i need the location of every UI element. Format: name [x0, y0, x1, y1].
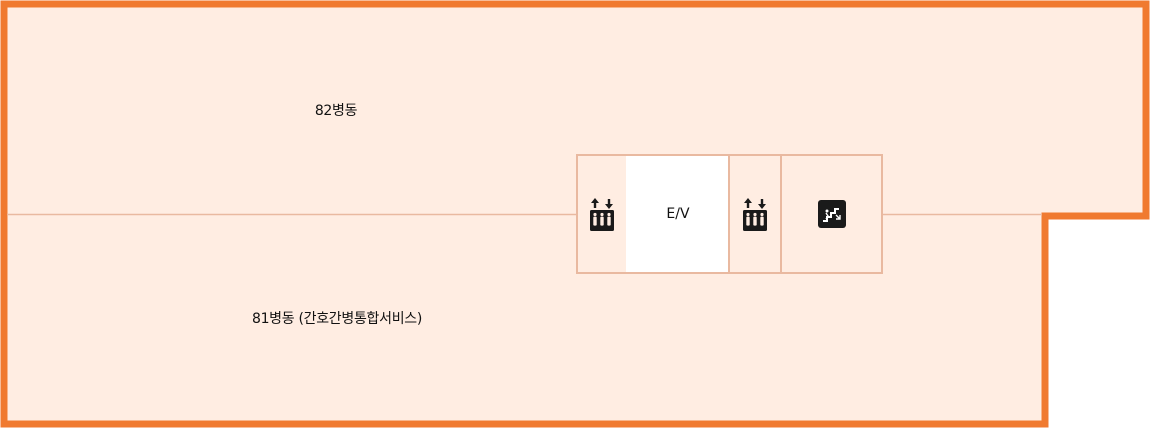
- elevator-shaft[interactable]: E/V: [626, 154, 730, 274]
- elevator-left-cell[interactable]: [576, 154, 628, 274]
- elevator-icon: [742, 196, 768, 232]
- ward-82-label[interactable]: 82병동: [314, 103, 358, 119]
- ward-81-label[interactable]: 81병동 (간호간병통합서비스): [251, 311, 423, 327]
- stairs-icon: [817, 200, 846, 228]
- elevator-icon: [589, 196, 615, 232]
- ev-label: E/V: [666, 206, 690, 222]
- elevator-right-cell[interactable]: [728, 154, 782, 274]
- stairs-cell[interactable]: [780, 154, 883, 274]
